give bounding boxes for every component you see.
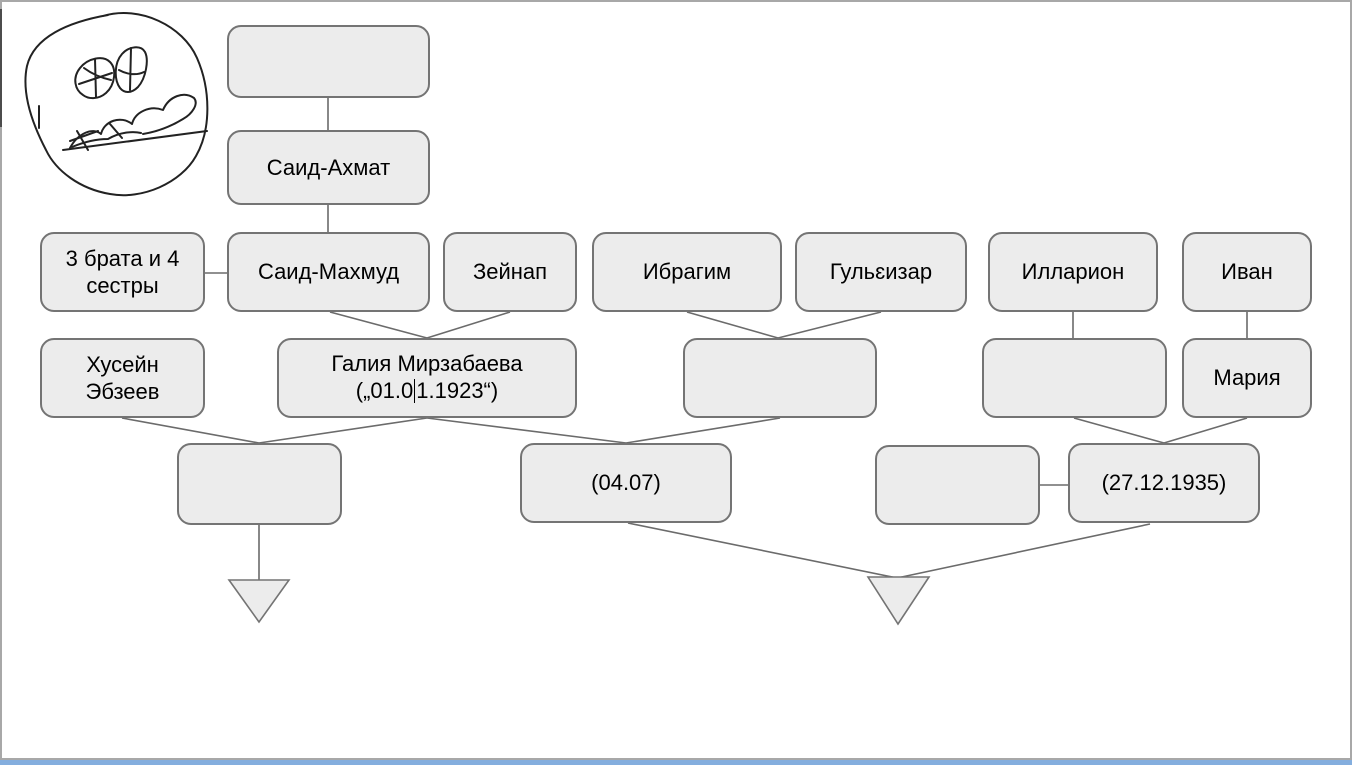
doodle-left-eye [74, 57, 116, 100]
node-gulizar[interactable]: Гульɛизар [795, 232, 967, 312]
edge-rightchild-1935 [1073, 417, 1165, 444]
node-siblings[interactable]: 3 брата и 4 сестры [40, 232, 205, 312]
label-after-caret: 1.1923“) [416, 378, 499, 404]
node-child-04-07[interactable]: (04.07) [520, 443, 732, 523]
node-label: Иван [1221, 259, 1273, 285]
doodle-left-eye-scribble [78, 58, 113, 98]
doodle-mouth-wave [69, 93, 197, 149]
doodle-right-eye-scribble [118, 47, 145, 91]
descendants-triangle-right[interactable] [866, 576, 931, 626]
node-child-of-husein-galia-empty[interactable] [177, 443, 342, 525]
node-ibragim[interactable]: Ибрагим [592, 232, 782, 312]
node-label: Ибрагим [642, 259, 732, 285]
edge-gulizar-child [777, 311, 882, 339]
edge-husein-child [121, 417, 260, 444]
node-maria[interactable]: Мария [1182, 338, 1312, 418]
node-label: Саид-Махмуд [257, 259, 400, 285]
hand-drawn-face-doodle-icon[interactable] [24, 12, 209, 197]
descendants-triangle-left[interactable] [227, 579, 291, 624]
edge-galia-child-left [258, 417, 428, 444]
node-husein-ebzeev[interactable]: Хусейн Эбзеев [40, 338, 205, 418]
node-label: Хусейн Эбзеев [85, 351, 160, 405]
node-label: Зейнап [472, 259, 548, 285]
edge-ibragim-child [686, 311, 779, 339]
node-ivan[interactable]: Иван [1182, 232, 1312, 312]
node-spouse-empty[interactable] [875, 445, 1040, 525]
node-child-of-ibragim-gulizar-empty[interactable] [683, 338, 877, 418]
node-illarion[interactable]: Илларион [988, 232, 1158, 312]
text-caret [414, 379, 416, 404]
edge-zeynap-galia [426, 311, 511, 339]
edge-galia-child-0407 [426, 417, 627, 444]
edge-1935-righttriangle [896, 523, 1151, 579]
node-grandparent-empty[interactable] [227, 25, 430, 98]
edge-midchild-0407 [625, 417, 781, 444]
node-label: Саид-Ахмат [266, 154, 391, 180]
label-before-caret: („01.0 [355, 378, 414, 404]
edge-0407-righttriangle [627, 522, 898, 579]
node-child-27-12-1935[interactable]: (27.12.1935) [1068, 443, 1260, 523]
doodle-mouth-crosshatch [69, 123, 123, 151]
node-label: 3 брата и 4 сестры [65, 245, 180, 299]
node-child-of-illarion-empty[interactable] [982, 338, 1167, 418]
node-label-line1: Галия Мирзабаева [331, 350, 523, 376]
bottom-blue-bar [0, 760, 1352, 765]
doodle-mouth-wave-2 [71, 131, 142, 148]
edge-saidmahmud-galia [329, 311, 428, 339]
edge-maria-1935 [1163, 417, 1248, 444]
node-label: (04.07) [591, 470, 661, 496]
node-said-ahmat[interactable]: Саид-Ахмат [227, 130, 430, 205]
doodle-right-eye [114, 46, 148, 93]
node-label: Мария [1213, 365, 1281, 391]
node-label: Гульɛизар [829, 259, 933, 285]
doodle-head-outline [24, 12, 209, 197]
node-label: (27.12.1935) [1101, 470, 1227, 496]
connector-lines [121, 98, 1248, 581]
node-said-mahmud[interactable]: Саид-Махмуд [227, 232, 430, 312]
node-zeynap[interactable]: Зейнап [443, 232, 577, 312]
node-label: Илларион [1021, 259, 1125, 285]
